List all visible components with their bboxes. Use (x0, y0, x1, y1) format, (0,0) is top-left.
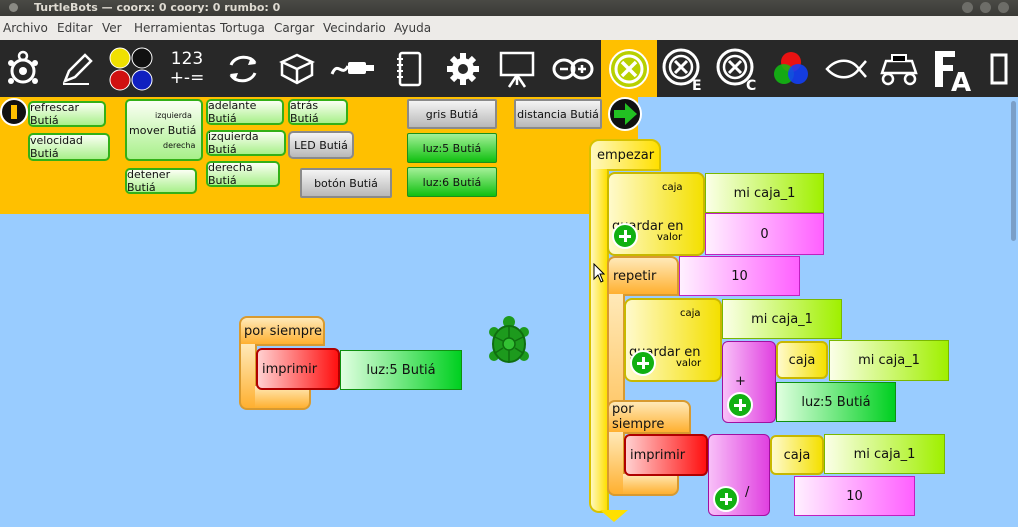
palette-refresh-block[interactable]: refrescar Butiá (28, 101, 106, 127)
menu-tortuga[interactable]: Tortuga (220, 21, 265, 35)
pen-icon[interactable] (54, 40, 100, 97)
turtle-icon[interactable] (0, 40, 46, 97)
text-icon[interactable]: A (930, 40, 976, 97)
palette-speed-block[interactable]: velocidad Butiá (28, 133, 110, 161)
add-plus-icon[interactable] (630, 350, 656, 376)
store2-box-label: caja (680, 308, 701, 319)
numbers-top-label: 123 (170, 48, 204, 69)
menu-herramientas[interactable]: Herramientas (134, 21, 216, 35)
forever-block-right-foot (623, 474, 679, 496)
palette-toggle-icon[interactable] (0, 98, 28, 126)
fish-icon[interactable] (822, 40, 868, 97)
move-left-label: izquierda (155, 110, 192, 120)
start-block-tail (600, 510, 628, 522)
palette-gray-block[interactable]: gris Butiá (407, 99, 497, 129)
start-block[interactable]: empezar (589, 139, 661, 171)
turtle-sprite[interactable] (487, 315, 531, 373)
robot-icon[interactable] (876, 40, 922, 97)
divide-box-block[interactable]: caja (770, 435, 824, 475)
toolbar: 123 +-= E C A (0, 40, 1018, 97)
vertical-scrollbar[interactable] (1009, 97, 1018, 527)
light-value-block-left[interactable]: luz:5 Butiá (340, 350, 462, 390)
plus-box-name[interactable]: mi caja_1 (829, 340, 949, 381)
menu-editar[interactable]: Editar (57, 21, 93, 35)
palette-led-block[interactable]: LED Butiá (288, 131, 354, 159)
print-block-right[interactable]: imprimir (624, 434, 708, 476)
palette-stop-block[interactable]: detener Butiá (125, 168, 197, 194)
start-block-arm (589, 169, 609, 513)
menu-bar: Archivo Editar Ver Herramientas Tortuga … (0, 16, 1018, 40)
repeat-block[interactable]: repetir (607, 256, 679, 296)
notebook-icon[interactable] (386, 40, 432, 97)
menu-ayuda[interactable]: Ayuda (394, 21, 432, 35)
palette-move-block[interactable]: izquierda mover Butiá derecha (125, 99, 203, 161)
maximize-icon[interactable] (980, 2, 991, 13)
blocks-icon[interactable] (274, 40, 320, 97)
numbers-bottom-label: +-= (169, 67, 205, 88)
minimize-icon[interactable] (962, 2, 973, 13)
add-plus-icon[interactable] (612, 223, 638, 249)
presentation-icon[interactable] (494, 40, 540, 97)
palette-back-block[interactable]: atrás Butiá (288, 99, 348, 125)
plus-sensor-block[interactable]: luz:5 Butiá (776, 382, 896, 422)
mouse-cursor-icon (593, 262, 606, 287)
palette-left-block[interactable]: izquierda Butiá (206, 130, 286, 156)
gear-icon[interactable] (440, 40, 486, 97)
forever-block-right[interactable]: por siempre (607, 400, 691, 434)
menu-archivo[interactable]: Archivo (3, 21, 48, 35)
palette-button-block[interactable]: botón Butiá (300, 168, 392, 198)
menu-vecindario[interactable]: Vecindario (323, 21, 386, 35)
print-block-left[interactable]: imprimir (256, 348, 340, 390)
svg-text:A: A (951, 68, 971, 93)
color-palette-icon[interactable] (108, 40, 154, 97)
close-icon[interactable] (9, 3, 18, 12)
scrollbar-thumb[interactable] (1011, 101, 1016, 241)
butia-c-icon[interactable]: C (714, 40, 760, 97)
add-plus-icon[interactable] (713, 486, 739, 512)
store1-box-name[interactable]: mi caja_1 (705, 173, 824, 213)
menu-cargar[interactable]: Cargar (274, 21, 315, 35)
palette-distance-block[interactable]: distancia Butiá (514, 99, 602, 129)
divide-box-name[interactable]: mi caja_1 (824, 434, 945, 474)
flow-icon[interactable] (220, 40, 266, 97)
more-icon[interactable] (986, 40, 1018, 97)
title-bar: TurtleBots — coorx: 0 coory: 0 rumbo: 0 (0, 0, 1018, 16)
sensor-icon[interactable] (330, 40, 376, 97)
add-plus-icon[interactable] (727, 392, 753, 418)
palette-forward-block[interactable]: adelante Butiá (206, 99, 284, 125)
arduino-icon[interactable] (550, 40, 596, 97)
butia-e-icon[interactable]: E (660, 40, 706, 97)
store2-box-name[interactable]: mi caja_1 (722, 299, 842, 339)
store1-box-label: caja (662, 182, 683, 193)
palette-light5-block[interactable]: luz:5 Butiá (407, 133, 497, 163)
palette-next-icon[interactable] (608, 97, 642, 131)
store2-value-label: valor (676, 358, 702, 369)
numbers-icon[interactable]: 123 +-= (164, 40, 210, 97)
svg-text:E: E (692, 78, 702, 92)
svg-text:C: C (746, 78, 756, 92)
menu-ver[interactable]: Ver (102, 21, 122, 35)
plus-box-block[interactable]: caja (776, 341, 828, 379)
palette-light6-block[interactable]: luz:6 Butiá (407, 167, 497, 197)
divide-value[interactable]: 10 (794, 476, 915, 516)
store1-value-label: valor (657, 232, 683, 243)
move-label: mover Butiá (129, 123, 197, 137)
repeat-count[interactable]: 10 (679, 256, 800, 296)
butia-icon[interactable] (601, 40, 657, 97)
store1-value[interactable]: 0 (705, 213, 824, 255)
rgb-icon[interactable] (768, 40, 814, 97)
move-right-label: derecha (163, 140, 196, 150)
window-title: TurtleBots — coorx: 0 coory: 0 rumbo: 0 (34, 1, 281, 14)
close-window-icon[interactable] (998, 2, 1009, 13)
forever-block-left[interactable]: por siempre (239, 316, 325, 346)
palette-right-block[interactable]: derecha Butiá (206, 161, 280, 187)
forever-block-left-foot (255, 386, 311, 410)
